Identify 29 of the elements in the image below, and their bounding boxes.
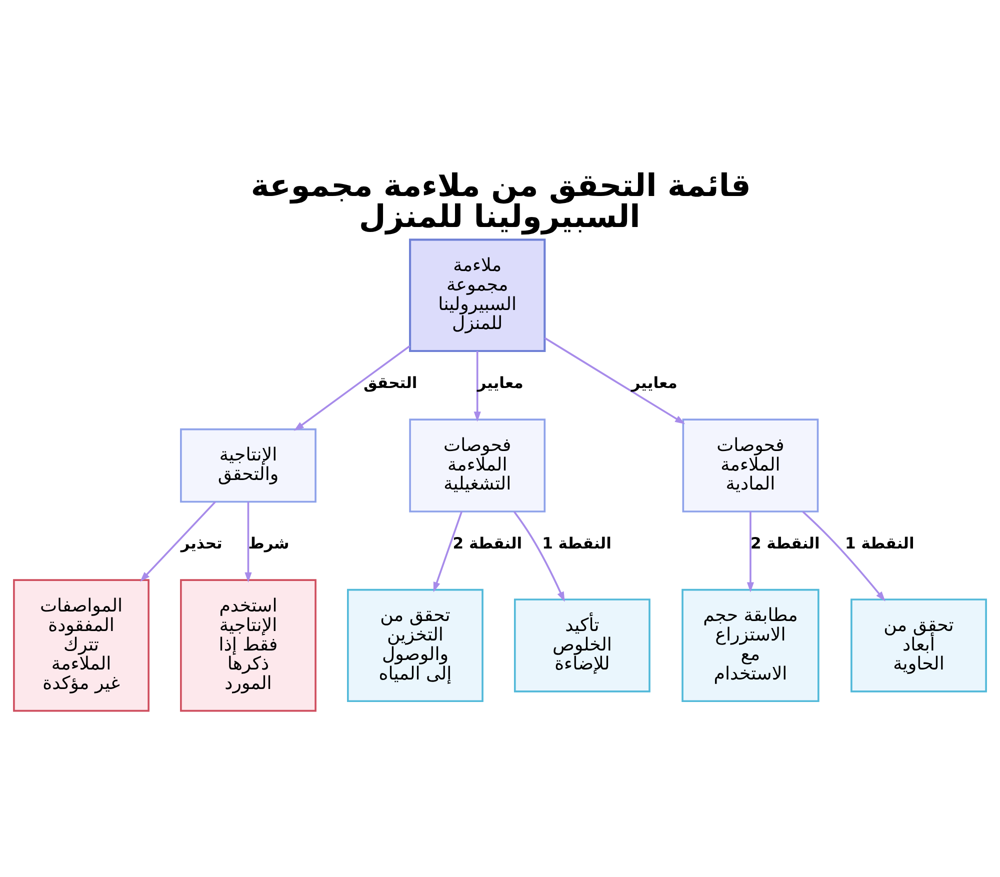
node-box: ملاءمة مجموعة السبيرولينا للمنزل <box>409 238 546 352</box>
node-box: تحقق من التخزين والوصول إلى المياه <box>347 588 484 702</box>
node-box: تأكيد الخلوص للإضاءة <box>514 598 650 692</box>
edge-label: شرط <box>248 534 290 552</box>
arrow <box>544 336 686 424</box>
diagram-title: قائمة التحقق من ملاءمة مجموعة السبيرولينا للمنزل <box>250 167 751 234</box>
node-box: استخدم الإنتاجية فقط إذا ذكرها المورد <box>180 578 316 712</box>
node-box: تحقق من أبعاد الحاوية <box>850 598 987 692</box>
edge-label: النقطة 1 <box>542 534 612 552</box>
arrow <box>746 511 754 592</box>
edge-label: التحقق <box>363 374 418 392</box>
edge-label: النقطة 1 <box>844 534 914 552</box>
edge-label: النقطة 2 <box>452 534 522 552</box>
arrow <box>474 350 481 422</box>
node-box: فحوصات الملاءمة التشغيلية <box>409 418 546 512</box>
node-box: مطابقة حجم الاستزراع مع الاستخدام <box>682 588 820 702</box>
arrow <box>513 510 565 602</box>
node-box: الإنتاجية والتحقق <box>180 428 316 502</box>
edge-label: معايير <box>477 374 524 392</box>
arrow <box>294 344 410 430</box>
node-box: المواصفات المفقودة تترك الملاءمة غير مؤكدة <box>13 578 150 712</box>
edge-label: معايير <box>631 374 678 392</box>
edge-label: تحذير <box>180 534 222 552</box>
node-box: فحوصات الملاءمة المادية <box>682 418 819 512</box>
arrow <box>140 500 216 582</box>
arrow <box>244 501 252 582</box>
arrow <box>802 510 886 601</box>
arrow <box>433 510 463 592</box>
edge-label: النقطة 2 <box>750 534 820 552</box>
